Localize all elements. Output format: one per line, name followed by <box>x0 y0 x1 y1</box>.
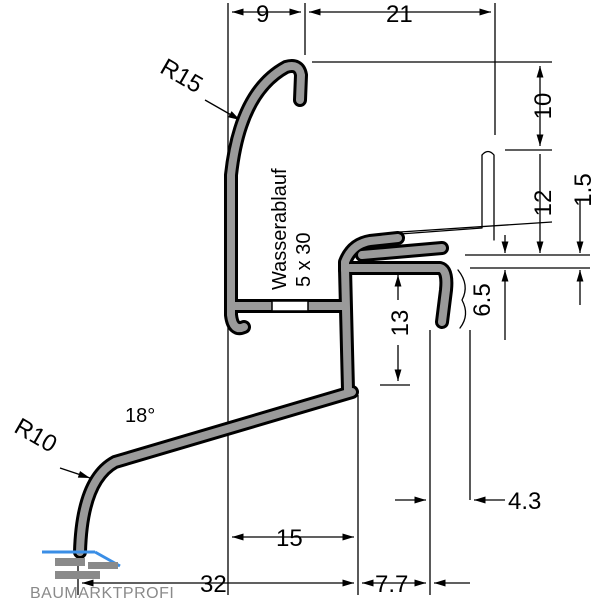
radius-r15: R15 <box>156 54 208 99</box>
drain-label: Wasserablauf <box>269 168 291 290</box>
dim-4-3: 4.3 <box>508 488 541 515</box>
dim-13: 13 <box>387 310 414 337</box>
dim-6-5: 6.5 <box>469 283 496 316</box>
dim-21: 21 <box>386 1 413 28</box>
angle-label: 18° <box>125 405 155 427</box>
drain-slot <box>271 300 309 312</box>
dim-1-5: 1.5 <box>570 173 597 206</box>
dim-9: 9 <box>256 1 269 28</box>
dim-7-7: 7.7 <box>375 571 408 598</box>
logo-text: BAUMARKTPROFI <box>30 585 174 600</box>
seal-contour <box>457 269 467 329</box>
dim-15: 15 <box>276 525 303 552</box>
glazing-contour <box>399 154 483 235</box>
dim-12: 12 <box>530 190 557 217</box>
dim-32: 32 <box>200 571 227 598</box>
baumarktprofi-logo: BAUMARKTPROFI <box>30 550 174 600</box>
aluminium-profile <box>73 59 495 559</box>
radius-r10: R10 <box>10 413 62 458</box>
dimension-labels: 9 21 10 12 1.5 6.5 13 4.3 15 32 7.7 R15 … <box>10 1 597 598</box>
dimension-lines <box>59 8 584 587</box>
dim-10: 10 <box>530 93 557 120</box>
drain-size: 5 x 30 <box>293 233 315 287</box>
